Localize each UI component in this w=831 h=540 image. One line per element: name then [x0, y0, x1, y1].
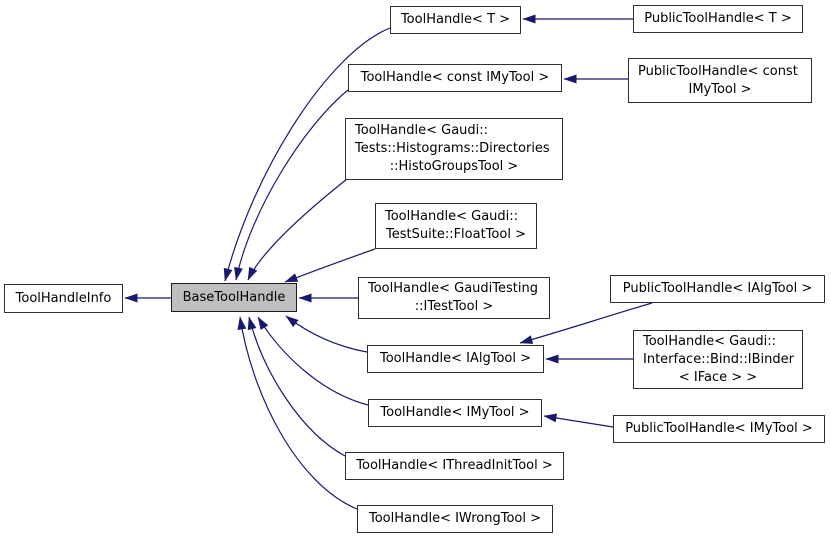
class-node-label: ToolHandle< const IMyTool > — [360, 70, 550, 85]
class-node-label: ::HistoGroupsTool > — [389, 159, 519, 174]
inheritance-edge-tool-handle-ithreadinittool-to-base-tool-handle — [247, 316, 346, 457]
class-node-label: ToolHandle< IMyTool > — [380, 405, 530, 420]
class-node-label: ToolHandle< T > — [400, 12, 511, 27]
class-node-label: ToolHandle< IWrongTool > — [368, 511, 541, 526]
class-node-base-tool-handle: BaseToolHandle — [171, 283, 297, 312]
class-node-label: < IFace > > — [678, 369, 758, 385]
class-node-label: PublicToolHandle< T > — [644, 11, 792, 26]
class-node-label: TestSuite::FloatTool > — [386, 227, 526, 242]
inheritance-edge-tool-handle-const-imytool-to-base-tool-handle — [234, 89, 349, 281]
class-node-label: ToolHandle< GaudiTesting — [368, 281, 538, 296]
class-node-label: ToolHandleInfo — [15, 290, 112, 306]
class-node-label: ToolHandle< Gaudi:: — [385, 209, 519, 224]
class-node-label: IMyTool > — [688, 81, 752, 97]
inheritance-edge-tool-handle-iwrongtool-to-base-tool-handle — [237, 316, 358, 510]
class-node-label: ToolHandle< IAlgTool > — [380, 351, 531, 366]
class-node-tool-handle-histogroupstool[interactable]: ToolHandle< Gaudi::Tests::Histograms::Di… — [345, 118, 563, 180]
class-node-label: PublicToolHandle< IAlgTool > — [622, 281, 813, 296]
class-node-tool-handle-info[interactable]: ToolHandleInfo — [4, 284, 123, 313]
edges-group — [124, 14, 653, 510]
class-node-label: Interface::Bind::IBinder — [643, 351, 794, 367]
class-node-tool-handle-const-imytool[interactable]: ToolHandle< const IMyTool > — [348, 64, 562, 92]
class-node-label: ::ITestTool > — [414, 299, 494, 314]
class-node-tool-handle-ithreadinittool[interactable]: ToolHandle< IThreadInitTool > — [345, 452, 564, 480]
class-node-public-tool-handle-imytool[interactable]: PublicToolHandle< IMyTool > — [613, 415, 825, 443]
inheritance-edge-public-tool-handle-imytool-to-tool-handle-imytool — [543, 413, 614, 428]
class-node-tool-handle-imytool[interactable]: ToolHandle< IMyTool > — [368, 399, 542, 427]
class-node-tool-handle-floattool[interactable]: ToolHandle< Gaudi::TestSuite::FloatTool … — [375, 203, 537, 249]
class-node-label: BaseToolHandle — [182, 289, 286, 305]
class-node-tool-handle-ibinder-iface[interactable]: ToolHandle< Gaudi::Interface::Bind::IBin… — [633, 330, 803, 389]
class-node-public-tool-handle-ialgtool[interactable]: PublicToolHandle< IAlgTool > — [610, 275, 825, 303]
inheritance-edge-tool-handle-ialgtool-to-base-tool-handle — [285, 315, 368, 353]
class-node-label: PublicToolHandle< const — [638, 63, 798, 79]
class-node-tool-handle-t[interactable]: ToolHandle< T > — [390, 6, 521, 34]
class-node-label: PublicToolHandle< IMyTool > — [625, 421, 813, 436]
class-node-public-tool-handle-t[interactable]: PublicToolHandle< T > — [633, 5, 803, 33]
inheritance-edge-tool-handle-histogroupstool-to-base-tool-handle — [247, 178, 348, 281]
inheritance-edge-tool-handle-imytool-to-base-tool-handle — [257, 316, 369, 406]
class-node-label: ToolHandle< Gaudi:: — [355, 123, 489, 138]
class-node-label: Tests::Histograms::Directories — [355, 141, 550, 156]
class-node-label: ToolHandle< IThreadInitTool > — [356, 458, 553, 473]
class-node-label: ToolHandle< Gaudi:: — [643, 333, 777, 349]
class-node-tool-handle-iwrongtool[interactable]: ToolHandle< IWrongTool > — [357, 505, 553, 533]
class-node-tool-handle-itesttool[interactable]: ToolHandle< GaudiTesting::ITestTool > — [358, 277, 550, 319]
class-node-tool-handle-ialgtool[interactable]: ToolHandle< IAlgTool > — [367, 345, 544, 373]
